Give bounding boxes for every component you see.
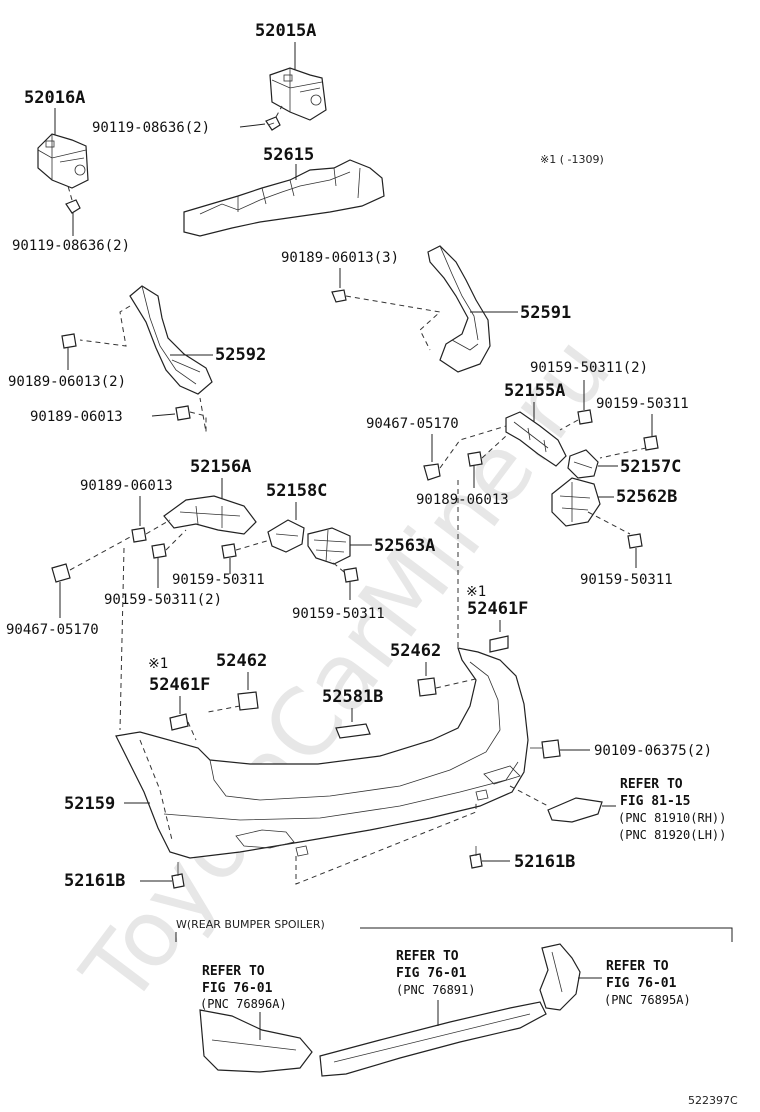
label-52158c: 52158C bbox=[266, 481, 327, 501]
refer-fig81-line1: REFER TO bbox=[620, 777, 683, 792]
pad-52461f-right[interactable] bbox=[489, 635, 509, 653]
label-52462-left: 52462 bbox=[216, 651, 267, 671]
label-52161b-right: 52161B bbox=[514, 852, 575, 872]
spoiler-right-line2: FIG 76-01 bbox=[606, 976, 677, 991]
retainer-52562b-part[interactable] bbox=[551, 477, 601, 527]
spoiler-right-line1: REFER TO bbox=[606, 959, 669, 974]
label-90189-06013-3: 90189-06013(3) bbox=[281, 250, 399, 266]
clip-90467-left[interactable] bbox=[51, 563, 71, 583]
screw-90159-52158c[interactable] bbox=[221, 543, 237, 559]
label-90467-05170-b: 90467-05170 bbox=[6, 622, 99, 638]
spoiler-center-line3: (PNC 76891) bbox=[396, 983, 475, 997]
spoiler-76896a-part[interactable] bbox=[199, 1009, 313, 1073]
pad-52462-left[interactable] bbox=[237, 691, 259, 711]
label-52591: 52591 bbox=[520, 303, 571, 323]
spoiler-section-title: W(REAR BUMPER SPOILER) bbox=[176, 918, 325, 931]
label-90159-50311-b: 90159-50311 bbox=[580, 572, 673, 588]
spoiler-center-line1: REFER TO bbox=[396, 949, 459, 964]
spoiler-right-line3: (PNC 76895A) bbox=[604, 993, 691, 1007]
screw-90159-upper-right[interactable] bbox=[577, 409, 593, 425]
note-mark: ※1 ( -1309) bbox=[540, 153, 604, 166]
spoiler-76895a-part[interactable] bbox=[539, 943, 581, 1011]
note-mark-right: ※1 bbox=[466, 584, 486, 600]
screw-90159-52156a[interactable] bbox=[151, 543, 167, 559]
label-52156a: 52156A bbox=[190, 457, 251, 477]
pad-52461f-left[interactable] bbox=[169, 713, 189, 731]
spoiler-center-line2: FIG 76-01 bbox=[396, 966, 467, 981]
label-90159-50311-2a: 90159-50311(2) bbox=[530, 360, 648, 376]
label-90159-50311-d: 90159-50311 bbox=[292, 606, 385, 622]
absorber-52615-part[interactable] bbox=[183, 159, 385, 237]
retainer-52157c-part[interactable] bbox=[567, 449, 599, 479]
spoiler-left-line3: (PNC 76896A) bbox=[200, 997, 287, 1011]
clip-52161b-right[interactable] bbox=[469, 846, 483, 869]
retainer-52563a-part[interactable] bbox=[307, 527, 351, 565]
label-52462-right: 52462 bbox=[390, 641, 441, 661]
label-52615: 52615 bbox=[263, 145, 314, 165]
bracket-52155a-part[interactable] bbox=[505, 411, 567, 467]
spoiler-76891-part[interactable] bbox=[319, 1001, 547, 1077]
label-90189-06013-c: 90189-06013 bbox=[80, 478, 173, 494]
clip-90189-52592-upper[interactable] bbox=[61, 333, 77, 349]
label-52562b: 52562B bbox=[616, 487, 677, 507]
bolt-90119-left[interactable] bbox=[65, 199, 81, 214]
label-90189-06013-2: 90189-06013(2) bbox=[8, 374, 126, 390]
label-52157c: 52157C bbox=[620, 457, 681, 477]
clip-90189-right[interactable] bbox=[467, 451, 483, 467]
label-90189-06013-a: 90189-06013 bbox=[30, 409, 123, 425]
label-52592: 52592 bbox=[215, 345, 266, 365]
clip-90189-52592-lower[interactable] bbox=[175, 405, 191, 421]
clip-90189-52591[interactable] bbox=[331, 289, 347, 303]
pad-52462-right[interactable] bbox=[417, 677, 437, 697]
bumper-cover-52159-part[interactable] bbox=[115, 647, 529, 859]
reflector-52581b-part[interactable] bbox=[335, 723, 371, 739]
label-90159-50311-a: 90159-50311 bbox=[596, 396, 689, 412]
retainer-52158c-part[interactable] bbox=[267, 519, 305, 553]
label-52461f-right: 52461F bbox=[467, 599, 528, 619]
label-52563a: 52563A bbox=[374, 536, 435, 556]
label-90119-left: 90119-08636(2) bbox=[12, 238, 130, 254]
clip-90467-right[interactable] bbox=[423, 463, 441, 481]
clip-52161b-left[interactable] bbox=[171, 862, 185, 889]
screw-90159-52563a[interactable] bbox=[343, 567, 359, 583]
label-90119-top: 90119-08636(2) bbox=[92, 120, 210, 136]
bolt-90109-part[interactable] bbox=[530, 739, 561, 759]
bracket-52591-part[interactable] bbox=[427, 245, 491, 373]
label-52155a: 52155A bbox=[504, 381, 565, 401]
spoiler-left-line1: REFER TO bbox=[202, 964, 265, 979]
label-90467-05170-a: 90467-05170 bbox=[366, 416, 459, 432]
retainer-52016a-part[interactable] bbox=[37, 133, 89, 189]
watermark: ToyotaCarMine.ru bbox=[62, 317, 632, 1024]
screw-90159-52562b[interactable] bbox=[627, 533, 643, 549]
label-90189-06013-b: 90189-06013 bbox=[416, 492, 509, 508]
bolt-90119-top[interactable] bbox=[265, 116, 281, 131]
label-90159-50311-c: 90159-50311 bbox=[172, 572, 265, 588]
clip-90189-left[interactable] bbox=[131, 527, 147, 543]
label-90109-06375-2: 90109-06375(2) bbox=[594, 743, 712, 759]
label-52461f-left: 52461F bbox=[149, 675, 210, 695]
retainer-52015a-part[interactable] bbox=[269, 67, 327, 121]
label-52159: 52159 bbox=[64, 794, 115, 814]
reflector-81910-part[interactable] bbox=[547, 797, 603, 823]
bracket-52156a-part[interactable] bbox=[163, 495, 257, 535]
bracket-52592-part[interactable] bbox=[129, 285, 213, 395]
refer-fig81-line2: FIG 81-15 bbox=[620, 794, 690, 809]
label-52016a: 52016A bbox=[24, 88, 85, 108]
label-90159-50311-2b: 90159-50311(2) bbox=[104, 592, 222, 608]
note-mark-left: ※1 bbox=[148, 656, 168, 672]
spoiler-left-line2: FIG 76-01 bbox=[202, 981, 273, 996]
refer-fig81-line3: (PNC 81910(RH)) bbox=[618, 811, 726, 825]
label-52161b-left: 52161B bbox=[64, 871, 125, 891]
screw-90159-far-right[interactable] bbox=[643, 435, 659, 451]
label-52581b: 52581B bbox=[322, 687, 383, 707]
diagram-code: 522397C bbox=[688, 1094, 738, 1107]
refer-fig81-line4: (PNC 81920(LH)) bbox=[618, 828, 726, 842]
label-52015a: 52015A bbox=[255, 21, 316, 41]
